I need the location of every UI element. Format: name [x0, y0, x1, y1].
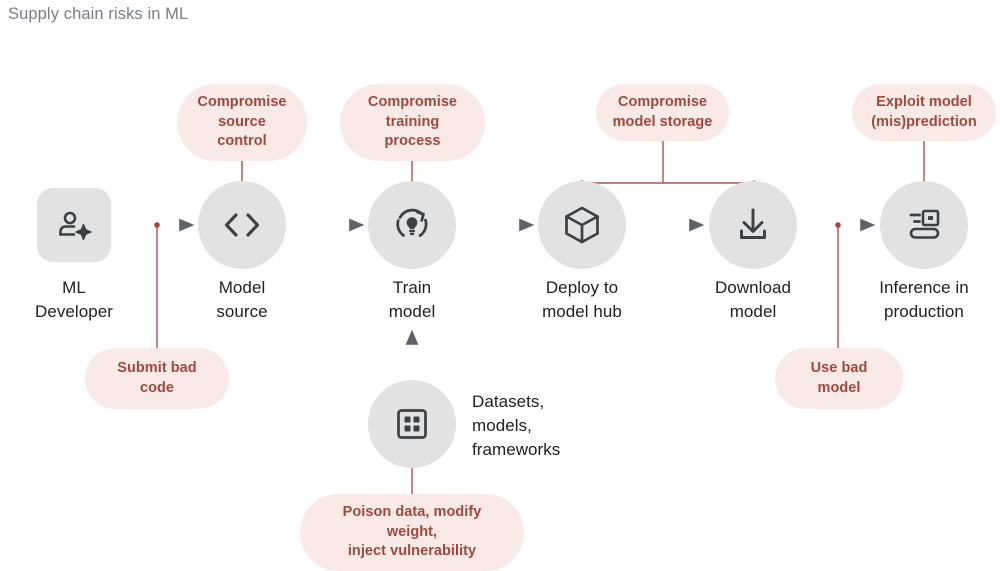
node-label-deploy-to-model-hub: Deploy to model hub	[542, 278, 622, 322]
node-label-model-source: Model source	[216, 278, 268, 322]
dot-submit-bad-code	[154, 222, 160, 228]
node-label-datasets-models-frameworks: Datasets, models, frameworks	[472, 392, 561, 460]
node-inference-in-production[interactable]	[880, 181, 968, 269]
code-brackets-icon	[219, 202, 265, 248]
inference-server-icon	[902, 203, 946, 247]
node-label-ml-developer: ML Developer	[35, 278, 113, 322]
risk-badge-poison-data[interactable]: Poison data, modify weight, inject vulne…	[300, 494, 524, 571]
node-train-model[interactable]	[368, 181, 456, 269]
node-ml-developer[interactable]	[37, 188, 111, 262]
risk-badge-submit-bad-code[interactable]: Submit bad code	[85, 348, 229, 410]
node-download-model[interactable]	[709, 181, 797, 269]
cube-package-icon	[560, 203, 604, 247]
node-label-inference-in-production: Inference in production	[879, 278, 969, 322]
person-sparkle-icon	[54, 205, 94, 245]
node-datasets-models-frameworks[interactable]	[368, 380, 456, 468]
risk-badge-compromise-model-storage[interactable]: Compromise model storage	[596, 84, 729, 142]
node-label-download-model: Download model	[714, 278, 791, 322]
node-label-train-model: Train model	[388, 278, 436, 322]
node-model-source[interactable]	[198, 181, 286, 269]
grid-assets-icon	[392, 404, 432, 444]
risk-badge-exploit-model-misprediction[interactable]: Exploit model (mis)prediction	[852, 84, 996, 142]
training-loop-bulb-icon	[391, 204, 433, 246]
download-icon	[731, 203, 775, 247]
dot-use-bad-model	[835, 222, 841, 228]
page-title: Supply chain risks in ML	[8, 5, 189, 23]
risk-badge-compromise-training-process[interactable]: Compromise training process	[340, 84, 485, 162]
risk-badge-use-bad-model[interactable]: Use bad model	[775, 348, 903, 410]
risk-badge-compromise-source-control[interactable]: Compromise source control	[177, 84, 307, 162]
node-deploy-to-model-hub[interactable]	[538, 181, 626, 269]
